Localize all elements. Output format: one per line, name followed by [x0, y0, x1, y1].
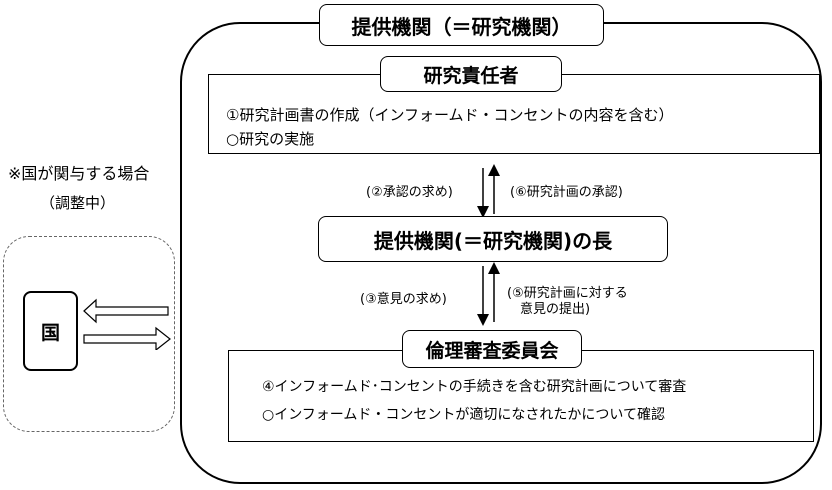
- ethics-title: 倫理審査委員会: [402, 330, 582, 368]
- arrows-researcher-head: [477, 164, 500, 218]
- government-label: 国: [23, 291, 78, 371]
- government-arrows: [83, 298, 171, 350]
- government-frame: [3, 236, 175, 432]
- label-opinion-submit-2: 意見の提出): [520, 302, 591, 317]
- government-status: （調整中）: [40, 194, 116, 212]
- label-request-approval: (②承認の求め): [366, 185, 453, 200]
- arrow-left-icon: [83, 298, 169, 324]
- head-title: 提供機関(＝研究機関)の長: [318, 216, 668, 262]
- researcher-title: 研究責任者: [380, 56, 562, 92]
- government-note: ※国が関与する場合: [8, 164, 150, 183]
- arrows-head-ethics: [477, 262, 500, 326]
- label-request-opinion: (③意見の求め): [360, 292, 447, 307]
- provider-title: 提供機関（＝研究機関）: [319, 4, 604, 46]
- ethics-task-confirm: ○インフォームド・コンセントが適切になされたかについて確認: [262, 407, 665, 423]
- ethics-task-review: ④インフォームド･コンセントの手続きを含む研究計画について審査: [262, 379, 687, 395]
- arrow-right-icon: [83, 326, 171, 350]
- label-opinion-submit-1: (⑤研究計画に対する: [507, 286, 628, 301]
- researcher-task-conduct: ○研究の実施: [226, 130, 315, 148]
- researcher-task-plan: ①研究計画書の作成（インフォームド・コンセントの内容を含む）: [226, 106, 674, 124]
- label-plan-approval: (⑥研究計画の承認): [510, 185, 623, 200]
